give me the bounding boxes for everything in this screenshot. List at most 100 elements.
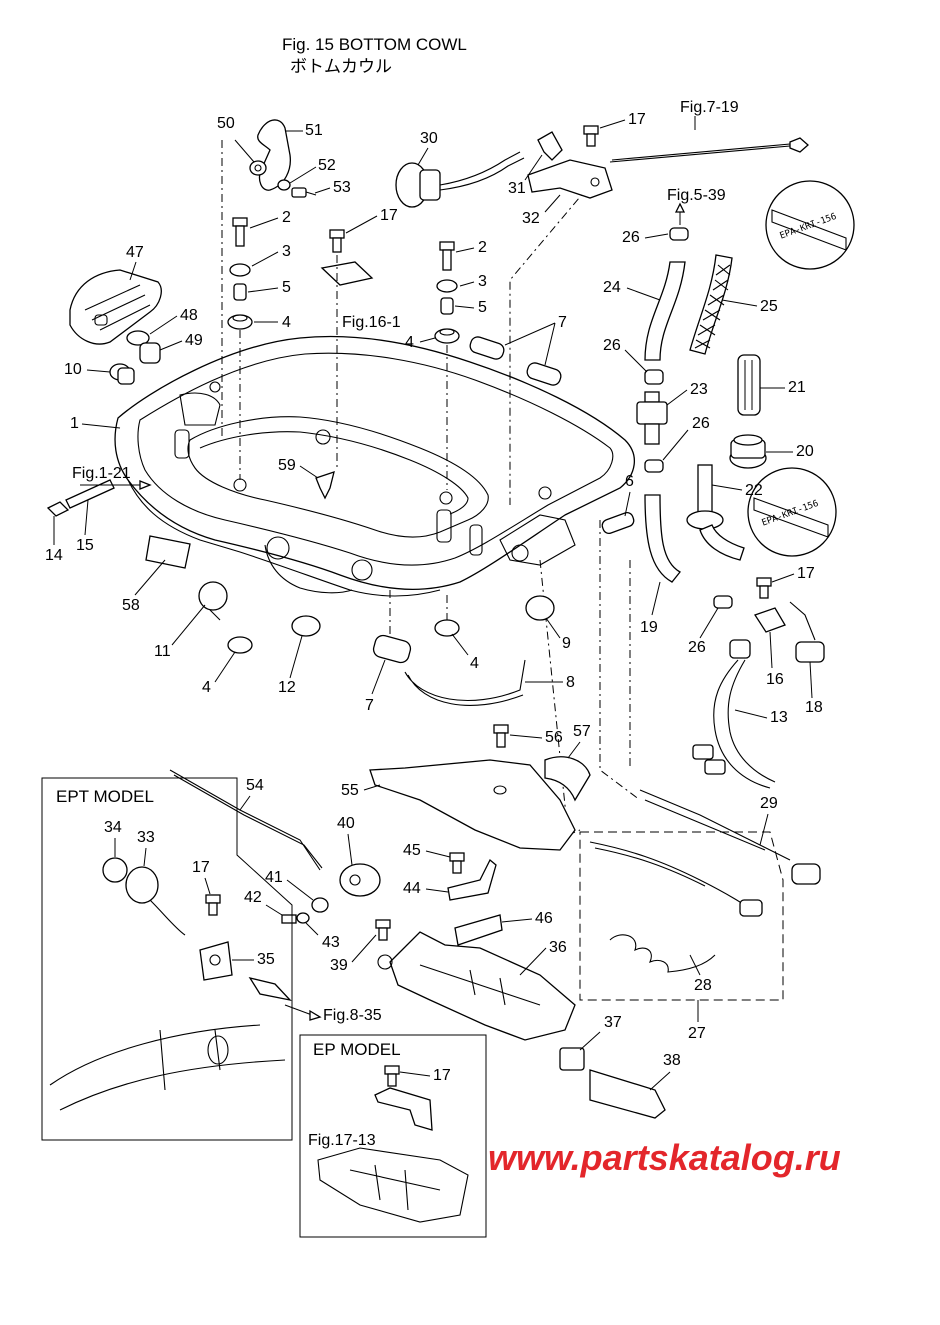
callout-25: 25 (760, 298, 778, 315)
ept-model-label: EPT MODEL (56, 787, 154, 806)
ref-fig-5-39: Fig.5-39 (667, 187, 726, 204)
callout-21: 21 (788, 379, 806, 396)
tray-36 (377, 931, 576, 1041)
cable-29 (639, 789, 821, 885)
bolt-17d (205, 894, 221, 916)
callout-7b: 7 (365, 697, 374, 714)
band-8 (404, 659, 526, 706)
grommet-4a (227, 314, 253, 330)
ref-fig-7-19: Fig.7-19 (680, 99, 739, 116)
ept-model-box: EPT MODEL (41, 777, 293, 1141)
callout-1: 1 (70, 415, 79, 432)
bolt-42 (281, 914, 297, 924)
callouts: 50 51 52 53 2 3 5 4 30 31 32 17 17 2 3 5… (45, 111, 823, 1091)
callout-50: 50 (217, 115, 235, 132)
cap-37 (559, 1047, 585, 1071)
callout-20: 20 (796, 443, 814, 460)
rod-end-ept (248, 976, 292, 1002)
bracket-46 (454, 914, 503, 946)
callout-29: 29 (760, 795, 778, 812)
seal-6 (601, 511, 635, 535)
lanyard-group-27 (579, 831, 784, 1001)
grommet-4c (227, 636, 253, 654)
relay-16 (754, 607, 786, 633)
callout-54: 54 (246, 777, 264, 794)
rod-15 (65, 479, 115, 509)
callout-3a: 3 (282, 243, 291, 260)
callout-15: 15 (76, 537, 94, 554)
washer-50 (249, 160, 267, 176)
ep-model-box: EP MODEL (299, 1034, 487, 1238)
plug-12 (291, 615, 321, 637)
callout-56: 56 (545, 729, 563, 746)
callout-41: 41 (265, 869, 283, 886)
handle-38 (589, 1069, 666, 1119)
bolt-17e (384, 1065, 400, 1087)
callout-59: 59 (278, 457, 296, 474)
callout-45: 45 (403, 842, 421, 859)
callout-24: 24 (603, 279, 621, 296)
clip-26d (713, 595, 733, 609)
lanyard-coil-28 (609, 934, 716, 973)
washer-48 (126, 330, 150, 346)
callout-2a: 2 (282, 209, 291, 226)
bolt-53 (291, 187, 317, 198)
bracket-35 (199, 941, 233, 981)
callout-38: 38 (663, 1052, 681, 1069)
callout-53: 53 (333, 179, 351, 196)
callout-18: 18 (805, 699, 823, 716)
callout-2b: 2 (478, 239, 487, 256)
hose-22 (686, 464, 745, 561)
bolt-56 (493, 724, 509, 748)
washer-3b (436, 279, 458, 293)
callout-35: 35 (257, 951, 275, 968)
callout-11: 11 (154, 643, 171, 660)
bracket-ep (374, 1087, 433, 1131)
callout-12: 12 (278, 679, 296, 696)
plug-33 (125, 866, 186, 936)
callout-40: 40 (337, 815, 355, 832)
clip-26c (644, 459, 664, 473)
bolt-39 (375, 919, 391, 941)
callout-32: 32 (522, 210, 540, 227)
callout-39: 39 (330, 957, 348, 974)
seal-7a (469, 336, 562, 386)
callout-42: 42 (244, 889, 262, 906)
callout-36: 36 (549, 939, 567, 956)
callout-33: 33 (137, 829, 155, 846)
callout-17a: 17 (628, 111, 646, 128)
callout-19: 19 (640, 619, 658, 636)
callout-52: 52 (318, 157, 336, 174)
callout-51: 51 (305, 122, 323, 139)
callout-3b: 3 (478, 273, 487, 290)
callout-13: 13 (770, 709, 788, 726)
callout-28: 28 (694, 977, 712, 994)
callout-43: 43 (322, 934, 340, 951)
bolt-17a (329, 229, 345, 253)
ref-fig-8-35: Fig.8-35 (323, 1007, 382, 1024)
bracket-32 (527, 159, 613, 199)
callout-7a: 7 (558, 314, 567, 331)
collar-49 (139, 342, 161, 364)
callout-34: 34 (104, 819, 122, 836)
callout-8: 8 (566, 674, 575, 691)
washer-34 (102, 857, 128, 883)
callout-48: 48 (180, 307, 198, 324)
callout-16: 16 (766, 671, 784, 688)
ept-cowl-sketch (49, 1024, 286, 1111)
callout-17c: 17 (797, 565, 815, 582)
epa-stamp-top: EPA-KRI-156 (765, 180, 855, 270)
bolt-17c (756, 577, 772, 599)
collar-5b (440, 297, 454, 315)
callout-47: 47 (126, 244, 144, 261)
cable-fig7-19 (609, 137, 809, 163)
grommet-20 (729, 434, 767, 469)
collar-5a (233, 283, 247, 301)
callout-30: 30 (420, 130, 438, 147)
callout-44: 44 (403, 880, 421, 897)
ref-fig-1-21: Fig.1-21 (72, 465, 131, 482)
callout-55: 55 (341, 782, 359, 799)
callout-4a: 4 (282, 314, 291, 331)
cover-55 (369, 759, 576, 851)
